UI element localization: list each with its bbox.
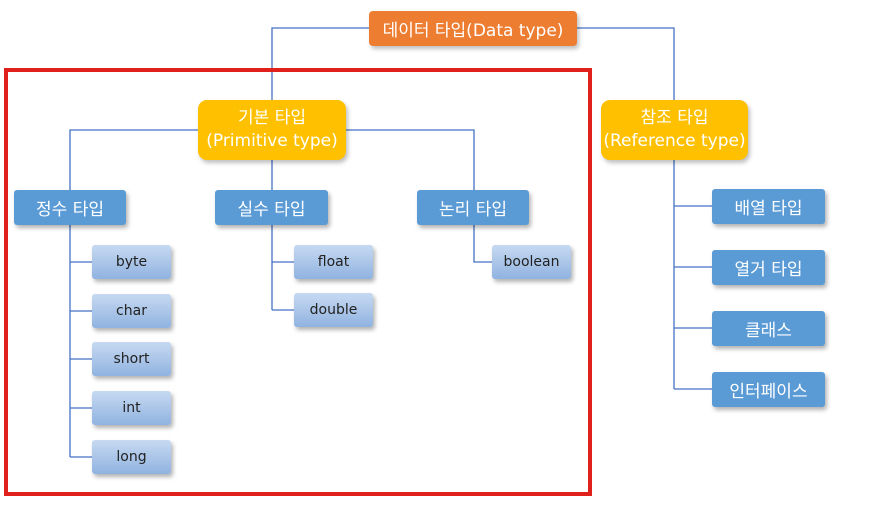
leaf-label: byte (115, 254, 148, 270)
connector-logical-boolean (473, 225, 492, 263)
class-type-node: 클래스 (712, 311, 825, 346)
enum-type-node: 열거 타입 (712, 250, 825, 285)
connector-root-reference (577, 27, 675, 100)
connector-primitive-logical (346, 129, 475, 190)
real-type-label: 실수 타입 (237, 200, 306, 220)
leaf-label: int (122, 400, 141, 416)
leaf-int: int (92, 391, 171, 425)
leaf-boolean: boolean (492, 245, 571, 279)
reference-label-line2: (Reference type) (603, 131, 746, 151)
primitive-label-line2: (Primitive type) (206, 131, 338, 151)
primitive-highlight-box (4, 68, 592, 496)
real-type-node: 실수 타입 (215, 190, 328, 225)
leaf-label: long (116, 449, 147, 465)
leaf-long: long (92, 440, 171, 474)
leaf-label: float (317, 254, 350, 270)
array-type-node: 배열 타입 (712, 189, 825, 224)
reference-item-label: 열거 타입 (734, 260, 803, 280)
primitive-label-line1: 기본 타입 (238, 108, 306, 128)
root-label: 데이터 타입(Data type) (382, 21, 564, 41)
leaf-float: float (294, 245, 373, 279)
reference-type-node: 참조 타입 (Reference type) (601, 100, 748, 160)
connector-root-primitive (271, 27, 369, 100)
interface-type-node: 인터페이스 (712, 372, 825, 407)
leaf-byte: byte (92, 245, 171, 279)
leaf-short: short (92, 342, 171, 376)
root-node: 데이터 타입(Data type) (369, 11, 577, 46)
logical-type-label: 논리 타입 (439, 200, 507, 220)
connector-primitive-integer (69, 129, 198, 190)
reference-item-label: 인터페이스 (729, 382, 808, 402)
reference-label-line1: 참조 타입 (640, 108, 709, 128)
leaf-label: boolean (503, 254, 560, 270)
leaf-double: double (294, 293, 373, 327)
leaf-label: double (309, 302, 358, 318)
leaf-label: char (116, 303, 147, 319)
reference-item-label: 배열 타입 (734, 199, 803, 219)
leaf-char: char (92, 294, 171, 328)
leaf-label: short (113, 351, 150, 367)
integer-type-label: 정수 타입 (36, 200, 104, 220)
logical-type-node: 논리 타입 (417, 190, 529, 225)
reference-item-label: 클래스 (745, 321, 792, 341)
integer-type-node: 정수 타입 (14, 190, 126, 225)
primitive-type-node: 기본 타입 (Primitive type) (198, 100, 346, 160)
